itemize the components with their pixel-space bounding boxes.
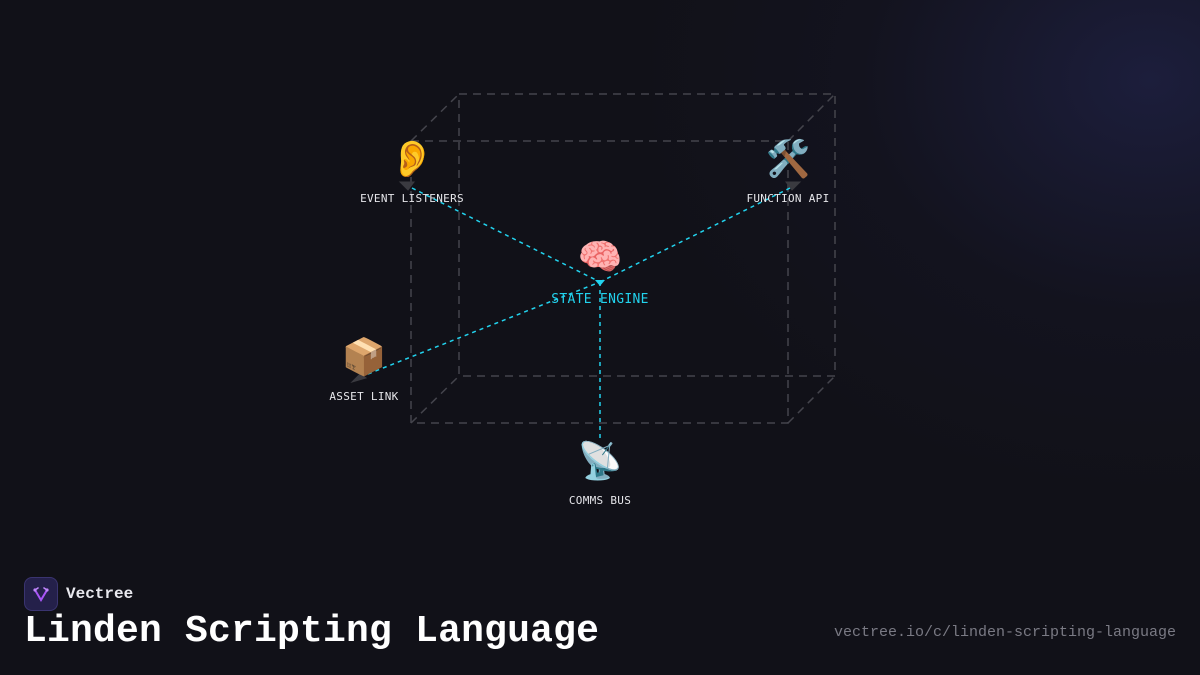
brain-icon: 🧠 <box>577 237 623 278</box>
cube-edge <box>410 375 460 424</box>
vectree-logo-icon <box>24 577 58 611</box>
ear-icon: 👂 <box>389 139 435 180</box>
edge-asset-link-state-engine <box>367 281 601 375</box>
core-label: STATE ENGINE <box>551 292 649 307</box>
brand: Vectree <box>24 577 133 611</box>
node-label: EVENT LISTENERS <box>360 192 464 205</box>
node-function-api[interactable]: 🛠️ FUNCTION API <box>746 138 829 205</box>
hammer-wrench-icon: 🛠️ <box>765 139 811 180</box>
package-icon: 📦 <box>341 337 387 378</box>
node-comms-bus[interactable]: 📡 COMMS BUS <box>569 440 631 507</box>
satellite-dish-icon: 📡 <box>577 441 623 482</box>
node-asset-link[interactable]: 📦 ASSET LINK <box>329 336 398 403</box>
cube-edge <box>787 93 836 142</box>
cube-back-face <box>458 93 836 377</box>
node-label: ASSET LINK <box>329 390 399 403</box>
connectors <box>367 187 791 442</box>
edge-function-api-state-engine <box>599 187 791 283</box>
brand-name: Vectree <box>66 585 134 603</box>
wireframe-cube <box>410 93 836 424</box>
pointer-event-listeners <box>398 181 415 191</box>
page-title: Linden Scripting Language <box>24 610 600 653</box>
page-url[interactable]: vectree.io/c/linden-scripting-language <box>833 624 1176 641</box>
cube-front-face <box>410 140 789 424</box>
node-pointers <box>350 181 802 384</box>
node-label: COMMS BUS <box>568 494 632 507</box>
edge-event-listeners-state-engine <box>411 187 601 283</box>
pointer-asset-link <box>350 373 368 384</box>
cube-edge <box>787 375 836 424</box>
node-event-listeners[interactable]: 👂 EVENT LISTENERS <box>360 138 464 205</box>
pointer-function-api <box>785 181 802 191</box>
node-state-engine[interactable]: 🧠 STATE ENGINE <box>551 236 649 307</box>
cube-edge <box>410 93 460 142</box>
core-arrowhead <box>595 280 605 286</box>
node-label: FUNCTION API <box>746 192 830 205</box>
